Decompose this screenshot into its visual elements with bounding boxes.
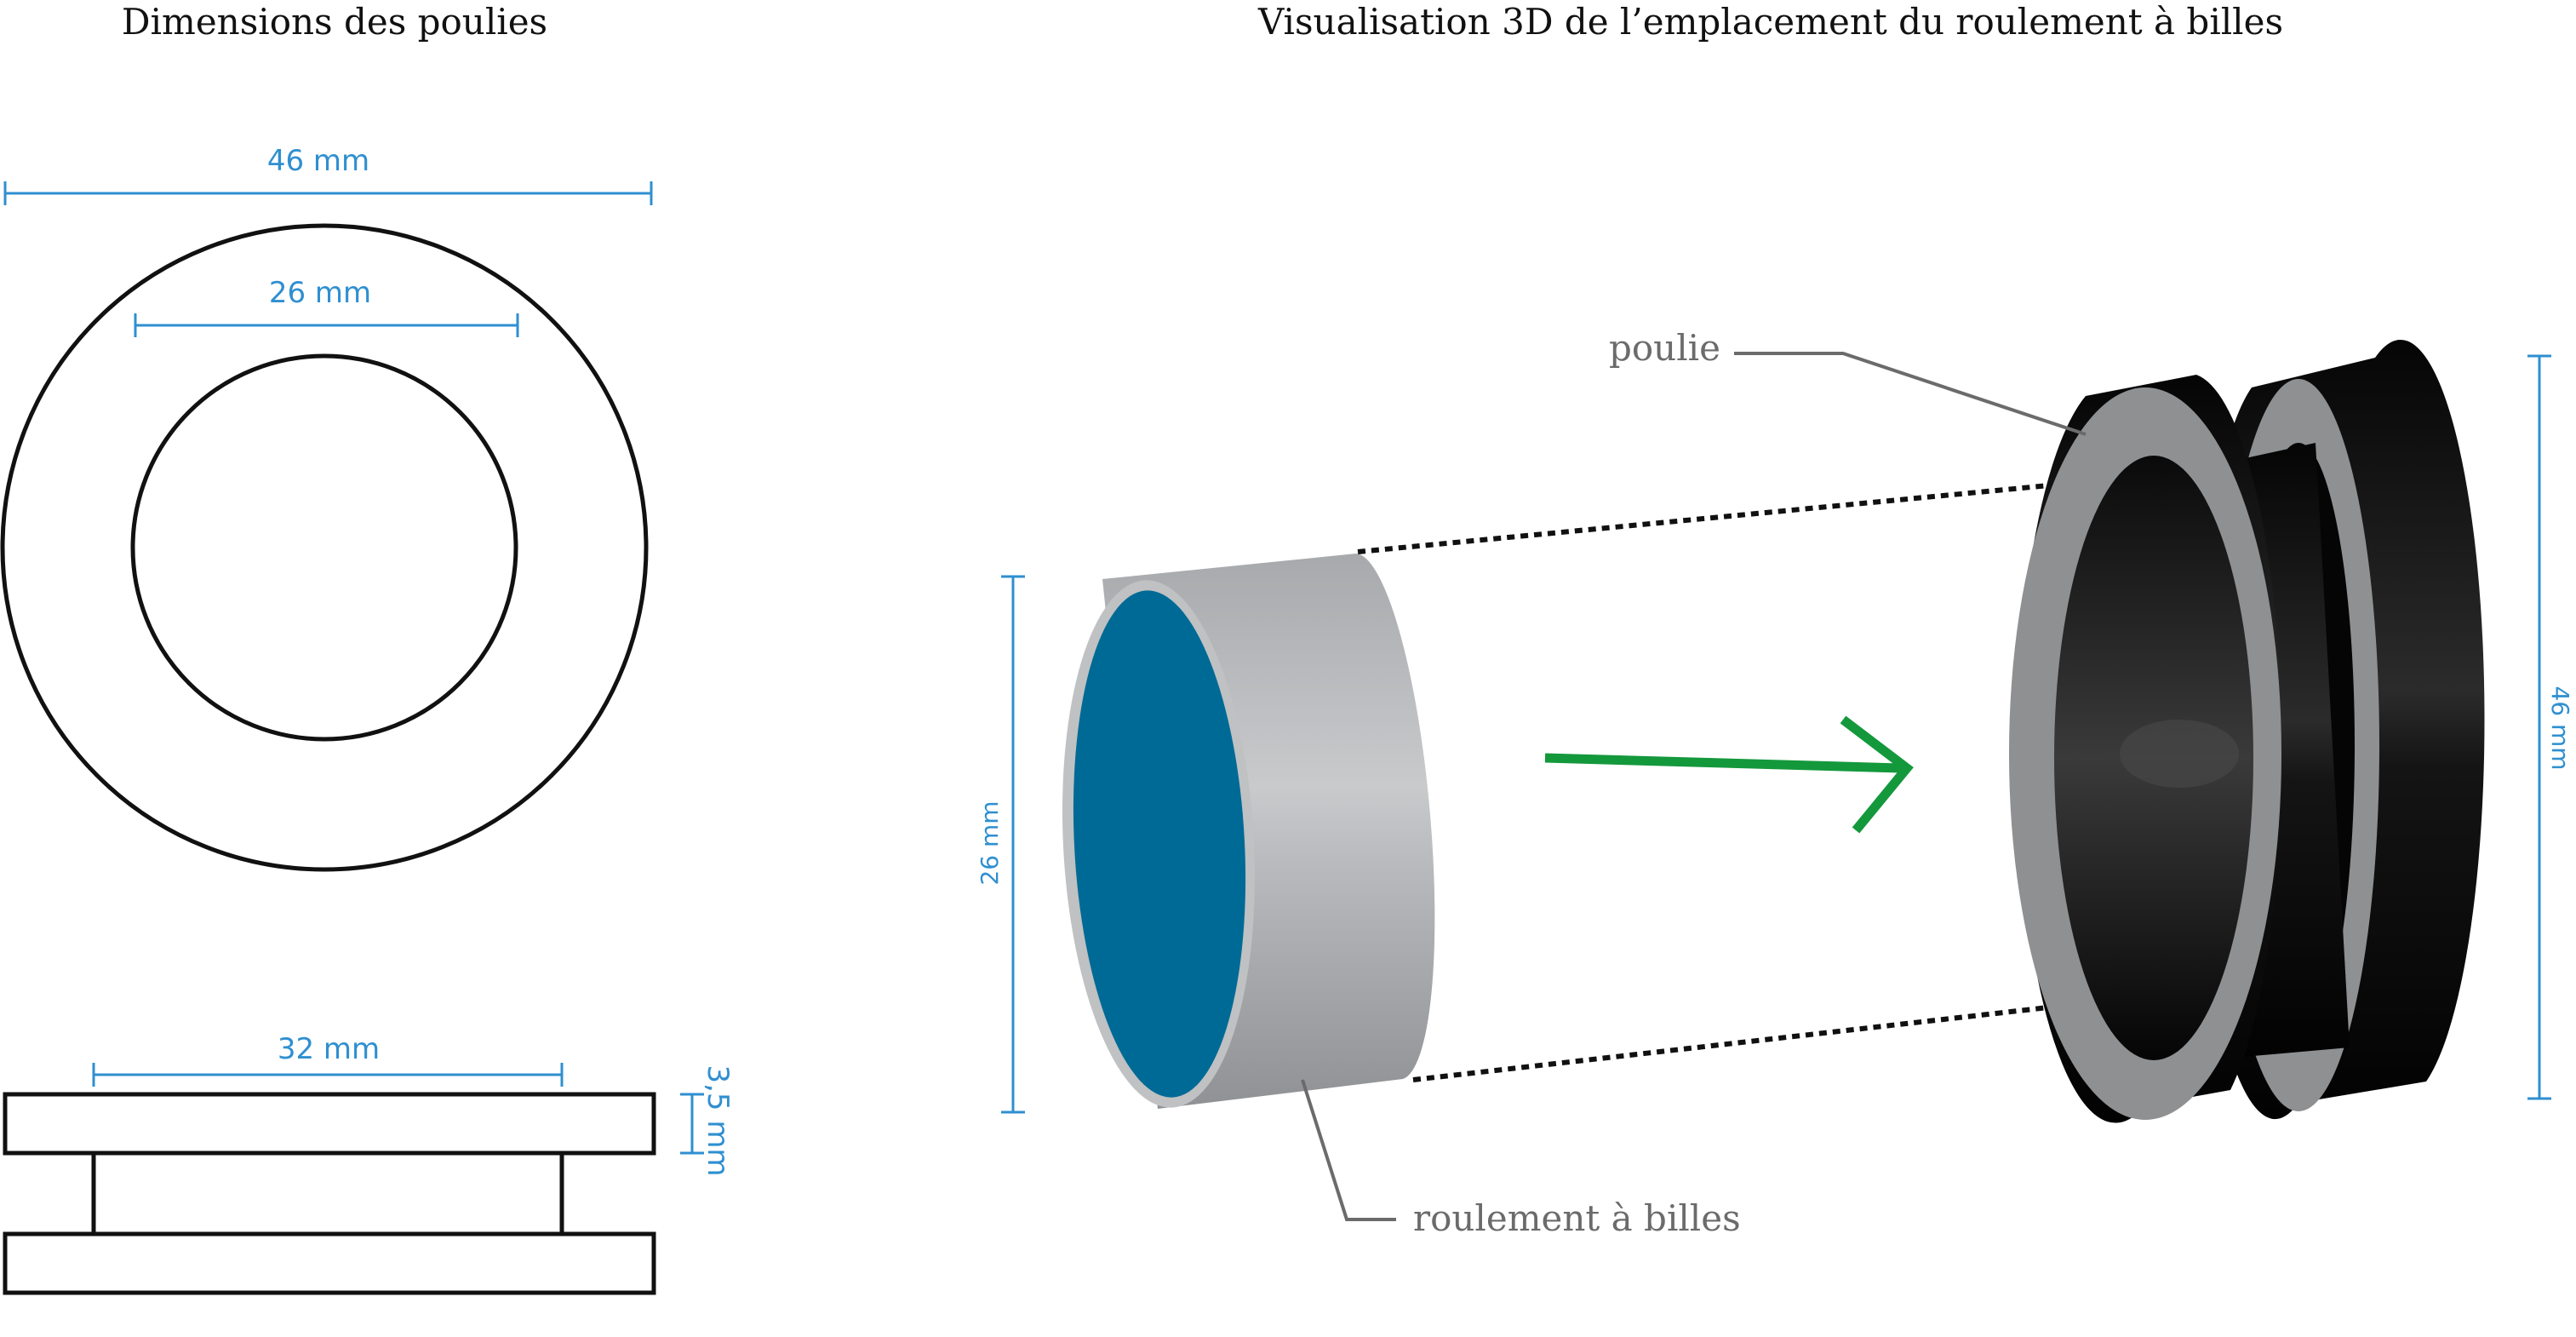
right-title: Visualisation 3D de l’emplacement du rou… bbox=[1257, 1, 2283, 43]
ball-bearing-3d bbox=[1062, 554, 1435, 1109]
hub bbox=[91, 1151, 564, 1237]
left-title: Dimensions des poulies bbox=[122, 1, 547, 43]
projection-lines bbox=[1357, 477, 2146, 1082]
bearing-callout-label: roulement à billes bbox=[1413, 1197, 1741, 1239]
pulley-outer-circle bbox=[0, 223, 649, 872]
hub-width-dimension bbox=[92, 1063, 564, 1087]
pulley-diameter-dimension bbox=[2527, 354, 2551, 1100]
outer-diameter-dimension bbox=[3, 181, 653, 205]
pulley-callout-label: poulie bbox=[1609, 327, 1720, 369]
bearing-diameter-dimension bbox=[1001, 575, 1025, 1114]
inner-diameter-label: 26 mm bbox=[269, 276, 371, 310]
bottom-flange bbox=[3, 1231, 656, 1295]
hub-width-label: 32 mm bbox=[278, 1032, 380, 1066]
bearing-face-blue bbox=[1073, 590, 1246, 1098]
pulley-callout-line bbox=[1734, 352, 2087, 436]
projection-line-bottom bbox=[1412, 994, 2146, 1082]
pulley-front-view bbox=[0, 223, 649, 872]
pulley-side-view bbox=[3, 1092, 656, 1295]
insertion-arrow bbox=[1544, 715, 1914, 834]
flange-thickness-label: 3,5 mm bbox=[701, 1064, 735, 1176]
pulley-inner-circle bbox=[130, 353, 518, 742]
outer-diameter-label: 46 mm bbox=[267, 144, 369, 178]
projection-line-top bbox=[1357, 477, 2112, 554]
pulley-diameter-label: 46 mm bbox=[2546, 686, 2574, 770]
pulley-bore-highlight bbox=[2120, 720, 2239, 788]
flange-thickness-dimension bbox=[680, 1093, 704, 1155]
top-flange bbox=[3, 1092, 656, 1156]
pulley-3d bbox=[2009, 339, 2485, 1123]
inner-diameter-dimension bbox=[134, 313, 519, 337]
bearing-callout-line bbox=[1301, 1079, 1396, 1221]
bearing-diameter-label: 26 mm bbox=[976, 800, 1004, 885]
